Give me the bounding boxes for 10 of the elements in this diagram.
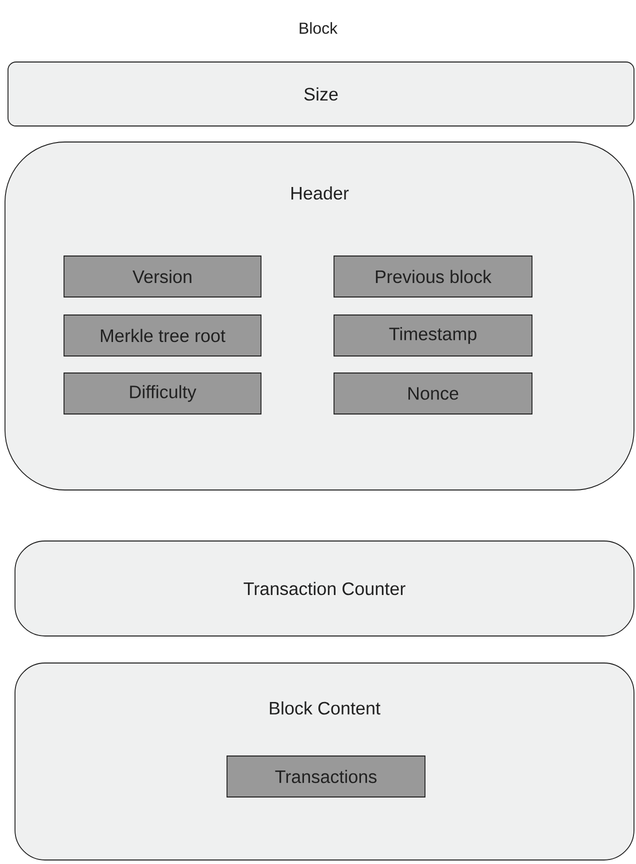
- field-box: Difficulty: [64, 372, 262, 414]
- field-box: Nonce: [334, 372, 532, 414]
- field-box: Merkle tree root: [64, 314, 262, 356]
- section-bar: Transaction Counter: [14, 540, 634, 636]
- section-bar: Size: [8, 62, 634, 126]
- field-box: Previous block: [334, 256, 532, 298]
- field-box: Timestamp: [334, 314, 532, 356]
- field-box: Transactions: [226, 756, 426, 798]
- diagram-title: Block: [300, 22, 338, 34]
- field-box: Version: [64, 256, 262, 298]
